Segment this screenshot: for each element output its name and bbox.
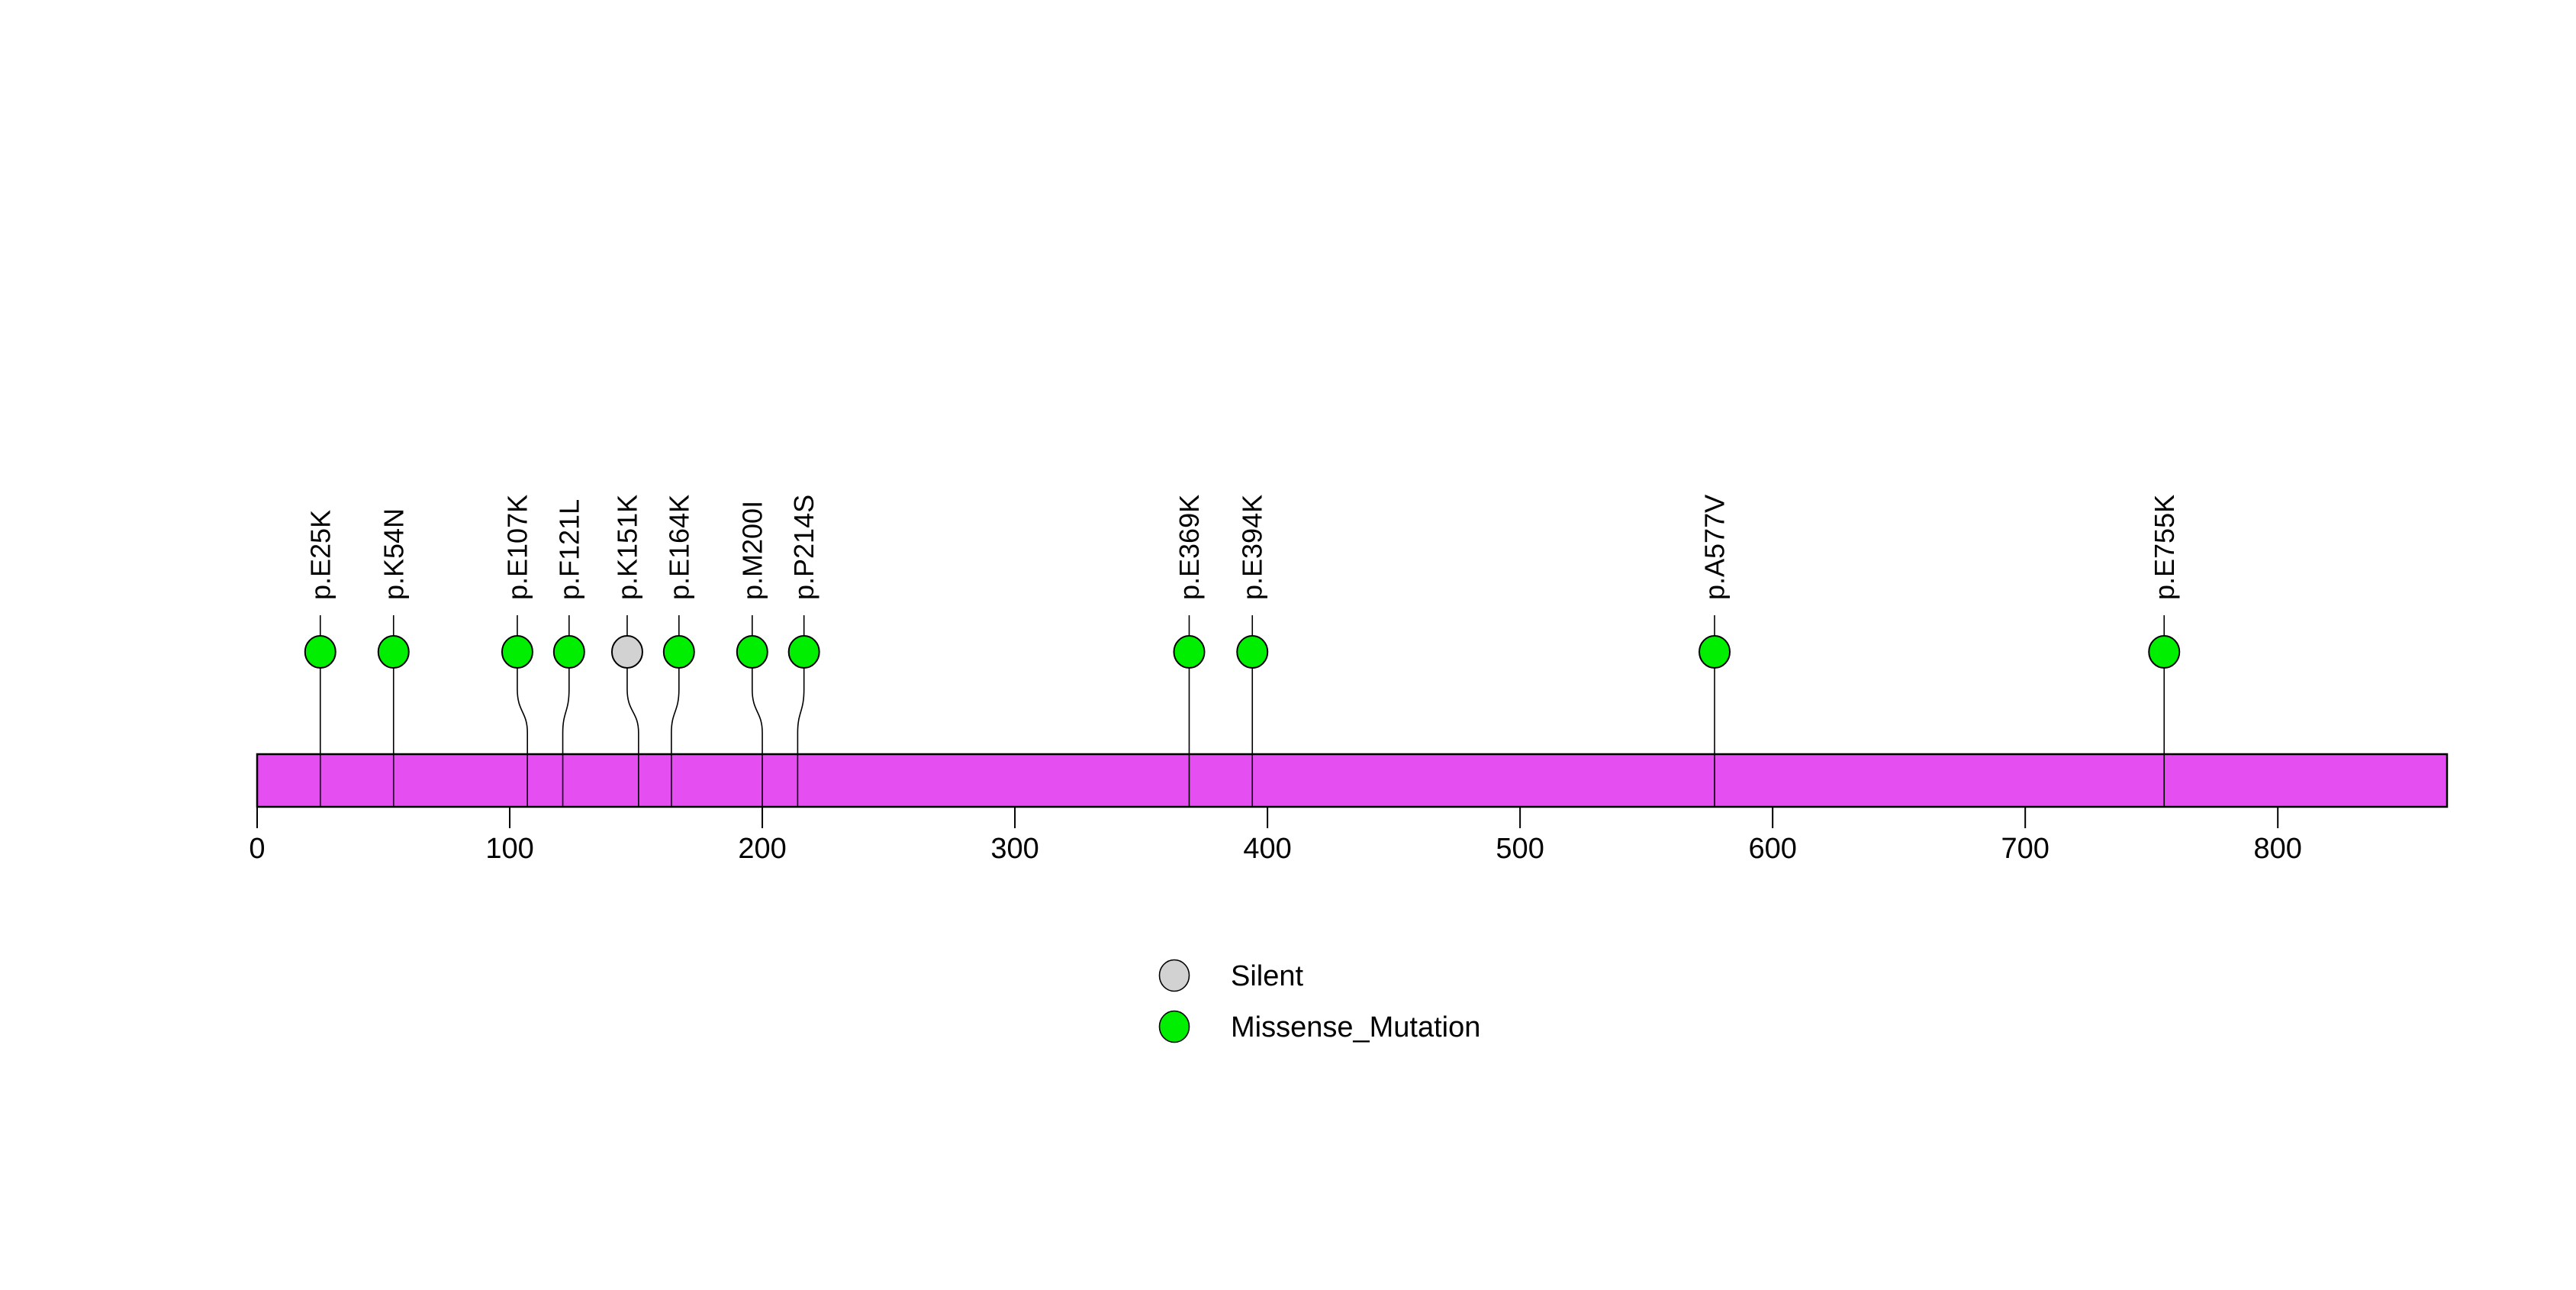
protein-bar xyxy=(256,753,2449,808)
legend-label-missense-mutation: Missense_Mutation xyxy=(1231,1011,1480,1043)
x-axis-tick-label-200: 200 xyxy=(738,833,786,865)
legend-marker-missense-mutation xyxy=(1158,1010,1190,1043)
mutation-marker-p-e25k xyxy=(304,635,336,669)
lollipop-stem-p-k151k xyxy=(626,668,639,807)
mutation-label-p-p214s: p.P214S xyxy=(788,495,819,600)
mutation-marker-p-e394k xyxy=(1236,635,1269,669)
mutation-label-p-f121l: p.F121L xyxy=(553,499,584,600)
mutation-label-p-e394k: p.E394K xyxy=(1237,495,1268,600)
mutation-marker-p-k151k xyxy=(610,635,643,669)
mutation-marker-p-m200i xyxy=(736,635,768,669)
x-axis-tick-label-600: 600 xyxy=(1748,833,1796,865)
mutation-label-p-e369k: p.E369K xyxy=(1174,495,1205,600)
mutation-label-p-m200i: p.M200I xyxy=(736,501,768,600)
mutation-marker-p-p214s xyxy=(787,635,820,669)
lollipop-stem-p-p214s xyxy=(797,668,805,807)
x-axis-tick-label-800: 800 xyxy=(2254,833,2302,865)
mutation-label-p-e755k: p.E755K xyxy=(2149,495,2180,600)
legend-label-silent: Silent xyxy=(1231,960,1303,992)
mutation-marker-p-e755k xyxy=(2148,635,2181,669)
lollipop-stem-p-e164k xyxy=(671,668,680,807)
lollipop-stem-p-m200i xyxy=(752,668,763,807)
mutation-marker-p-k54n xyxy=(377,635,410,669)
x-axis-tick-label-700: 700 xyxy=(2001,833,2049,865)
lollipop-stem-p-e107k xyxy=(517,668,528,807)
mutation-label-p-e107k: p.E107K xyxy=(501,495,533,600)
mutation-label-p-a577v: p.A577V xyxy=(1699,495,1731,600)
mutation-marker-p-e107k xyxy=(501,635,533,669)
mutation-label-p-e25k: p.E25K xyxy=(304,510,336,600)
x-axis-tick-label-0: 0 xyxy=(249,833,265,865)
x-axis-tick-label-400: 400 xyxy=(1243,833,1291,865)
mutation-marker-p-a577v xyxy=(1699,635,1731,669)
mutation-marker-p-e369k xyxy=(1173,635,1206,669)
mutation-label-p-k151k: p.K151K xyxy=(611,495,642,600)
x-axis-tick-label-500: 500 xyxy=(1496,833,1544,865)
mutation-label-p-e164k: p.E164K xyxy=(663,495,694,600)
legend-marker-silent xyxy=(1158,959,1190,992)
lollipop-stem-p-f121l xyxy=(562,668,570,807)
x-axis-tick-label-300: 300 xyxy=(990,833,1038,865)
mutation-label-p-k54n: p.K54N xyxy=(378,508,409,600)
x-axis-tick-label-100: 100 xyxy=(485,833,533,865)
mutation-marker-p-e164k xyxy=(662,635,695,669)
mutation-marker-p-f121l xyxy=(552,635,585,669)
